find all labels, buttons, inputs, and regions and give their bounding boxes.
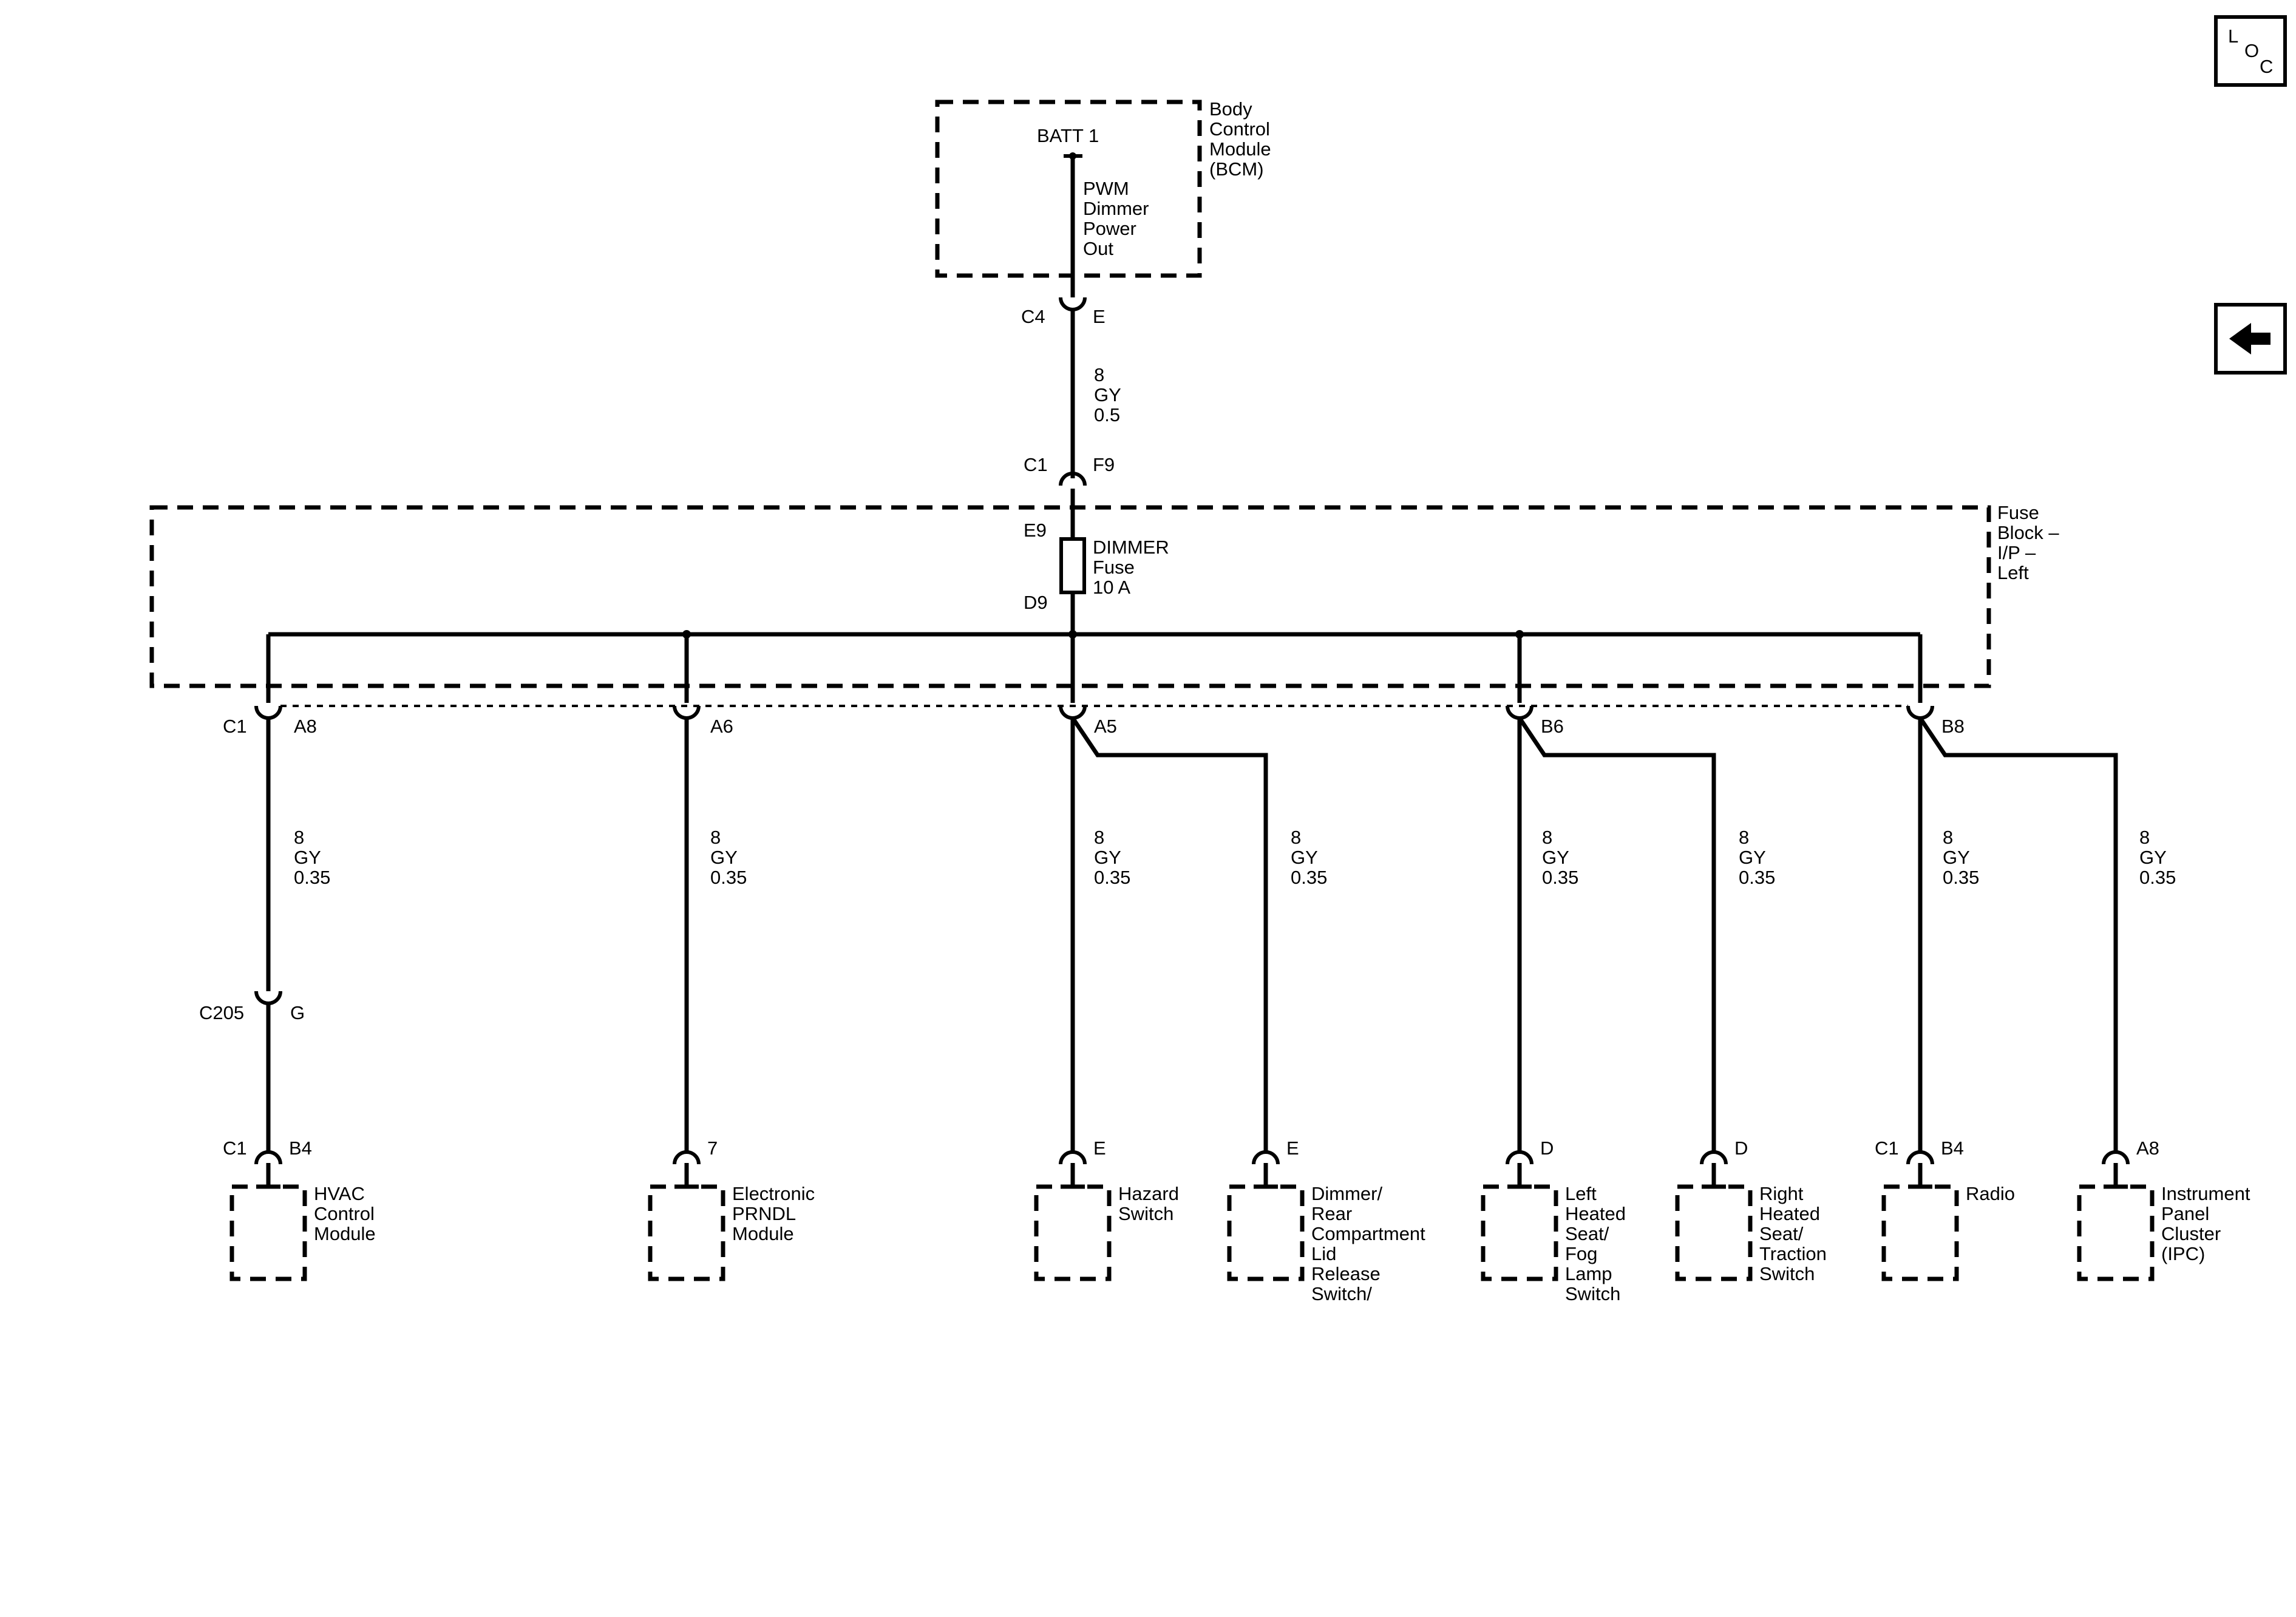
module-pin: B4 [1941,1137,1964,1159]
module-outline [1675,1184,1753,1281]
bcm-connector-symbol [1059,297,1087,311]
output-connector-symbol [1506,705,1533,720]
module-pin: A8 [2136,1137,2159,1159]
module-pin: D [1734,1137,1748,1159]
bcm-name: Body Control Module (BCM) [1209,98,1276,180]
fuse-bottom-pin: D9 [1024,592,1048,613]
output-pin: A8 [294,716,317,737]
module-connector-symbol [1506,1150,1533,1165]
output-connector-symbol [1906,705,1934,720]
c205-connector-id: C205 [199,1002,244,1023]
fuse-top-pin: E9 [1024,520,1047,541]
loc-l: L [2228,25,2238,47]
module-connector-symbol [254,1150,282,1165]
output-connector-symbol [1059,705,1087,720]
back-button[interactable] [2214,303,2287,375]
output-pin: A5 [1094,716,1117,737]
bcm-connector-pin: E [1093,306,1106,327]
output-pin: B6 [1541,716,1564,737]
feed-wire-spec: 8 GY 0.5 [1094,364,1126,425]
module-outline [648,1184,725,1281]
output-pin: A6 [710,716,733,737]
loc-button[interactable]: L O C [2214,15,2287,87]
bcm-connector-id: C4 [1021,306,1045,327]
loc-c: C [2260,56,2273,77]
fuse-block: Fuse Block – I/P – Left E9 D9 DIMMER Fus… [149,489,2064,703]
fuse-input-connector-symbol [1059,472,1087,486]
module-outline [2077,1184,2155,1281]
module-pin: D [1540,1137,1554,1159]
module-pin: B4 [289,1137,312,1159]
module-outline [1881,1184,1959,1281]
module-outline [1034,1184,1112,1281]
left-arrow-icon [2229,323,2271,354]
output-pin: B8 [1941,716,1965,737]
module-connector-symbol [1059,1150,1087,1165]
module-outline [229,1184,307,1281]
dimmer-fuse [1059,537,1086,594]
fuse-input-connector-pin: F9 [1093,454,1115,475]
loc-o: O [2244,40,2259,61]
fuse-block-name: Fuse Block – I/P – Left [1997,502,2064,583]
c205-connector-symbol [254,991,282,1005]
dimmer-fuse-label: DIMMER Fuse 10 A [1093,537,1174,598]
module-connector-symbol [1700,1150,1728,1165]
bcm-circuit-function: PWM Dimmer Power Out [1083,178,1154,259]
output-connector-id: C1 [223,716,247,737]
module-connector-symbol [2102,1150,2130,1165]
module-pin: E [1286,1137,1299,1159]
module-pin: E [1093,1137,1106,1159]
output-connector-symbol [673,705,701,720]
module-connector-symbol [1906,1150,1934,1165]
bcm-pin-name: BATT 1 [1037,125,1099,146]
module-outline [1227,1184,1305,1281]
module-connector-id: C1 [223,1137,247,1159]
fuse-input-connector-id: C1 [1024,454,1048,475]
module-pin: 7 [707,1137,718,1159]
module-outline [1481,1184,1558,1281]
module-name: Radio [1966,1183,2015,1204]
bcm-module: Body Control Module (BCM) BATT 1 PWM Dim… [935,98,1276,278]
c205-pin: G [290,1002,305,1023]
module-connector-id: C1 [1875,1137,1899,1159]
output-connector-symbol [254,705,282,720]
module-connector-symbol [1252,1150,1280,1165]
module-connector-symbol [673,1150,701,1165]
